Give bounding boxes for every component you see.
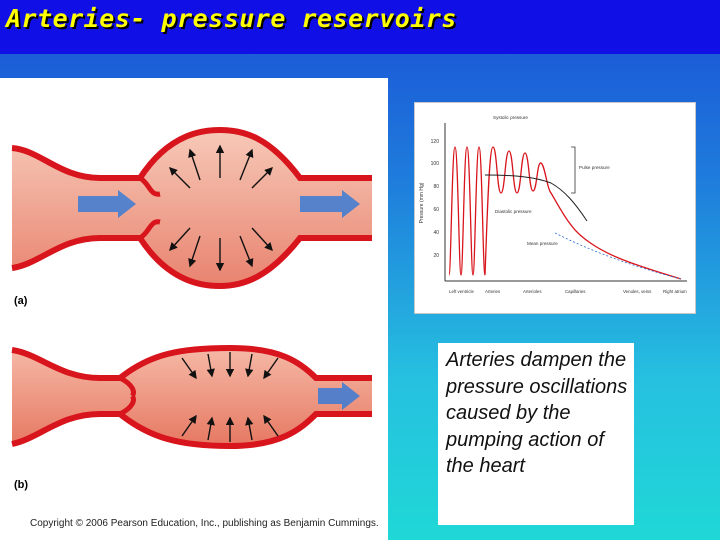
x-label-left-ventricle: Left ventricle [449,289,474,294]
y-axis-label: Pressure (mm Hg) [419,182,425,223]
x-label-arteries: Arteries [485,289,501,294]
annotation-systolic: Systolic pressure [493,115,528,120]
caption-box: Arteries dampen the pressure oscillation… [438,343,634,525]
y-tick-20: 20 [433,253,439,259]
y-tick-100: 100 [431,161,440,167]
annotation-pulse: Pulse pressure [579,165,610,170]
y-tick-80: 80 [433,184,439,190]
artery-figure: (a) (b) Copyrig [0,78,388,540]
y-tick-40: 40 [433,230,439,236]
panel-b-artery [12,348,372,446]
y-tick-120: 120 [431,139,440,145]
annotation-mean: Mean pressure [527,241,558,246]
ventricle-pressure-trace [449,147,485,275]
venous-pressure-trace [555,233,681,279]
x-label-right-atrium: Right atrium [663,289,687,294]
annotation-diastolic: Diastolic pressure [495,209,532,214]
title-bar: Arteries- pressure reservoirs [0,0,720,54]
pressure-graph: Pressure (mm Hg) 120 100 80 60 40 20 Sys… [414,102,696,314]
pressure-graph-svg: Pressure (mm Hg) 120 100 80 60 40 20 Sys… [415,103,695,313]
panel-a-artery [12,130,372,286]
artery-diagram: (a) (b) [0,78,388,540]
slide-title: Arteries- pressure reservoirs [6,4,457,33]
x-label-capillaries: Capillaries [565,289,586,294]
pulse-pressure-bracket [571,147,575,193]
caption-text: Arteries dampen the pressure oscillation… [446,347,628,480]
copyright-notice: Copyright © 2006 Pearson Education, Inc.… [30,518,379,529]
panel-a-label: (a) [14,295,28,307]
panel-b-label: (b) [14,479,28,491]
x-label-venules-veins: Venules, veins [623,289,652,294]
y-tick-60: 60 [433,207,439,213]
x-label-arterioles: Arterioles [523,289,542,294]
